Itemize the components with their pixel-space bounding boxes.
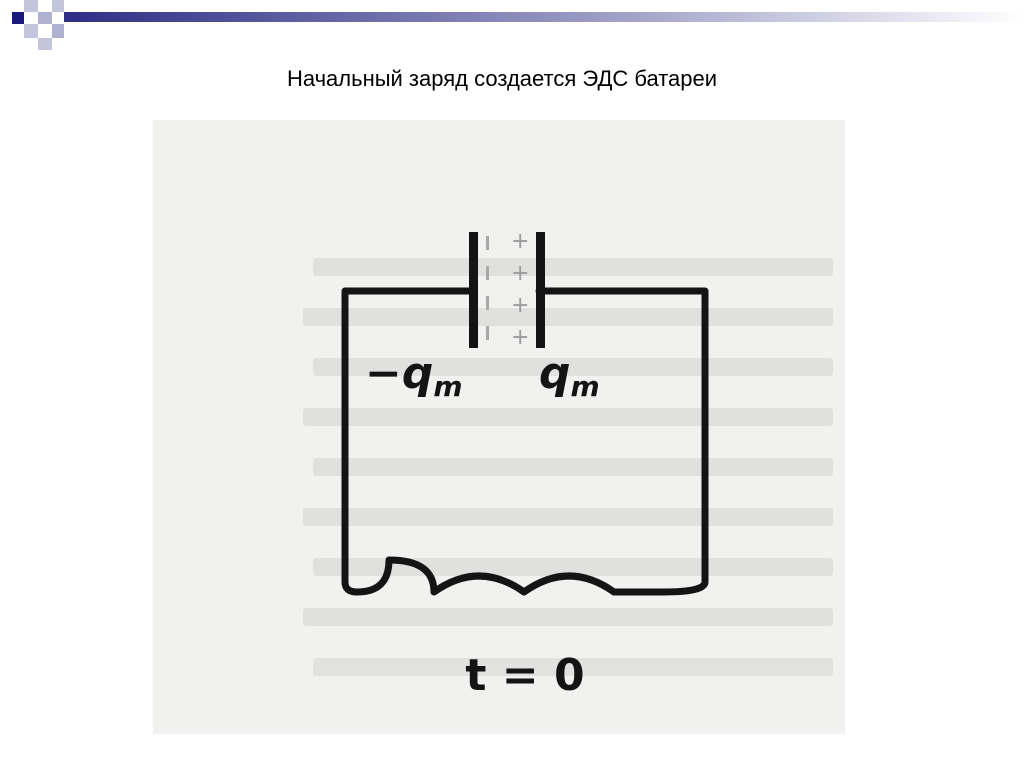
slide-title: Начальный заряд создается ЭДС батареи: [286, 66, 718, 91]
left-charge-symbol: −q: [365, 348, 433, 399]
deco-square-light-2: [52, 0, 64, 12]
left-charge-subscript: m: [433, 370, 462, 403]
negative-charge-marks: [486, 236, 489, 340]
deco-square-light-1: [24, 0, 38, 12]
capacitor-left-plate: [469, 232, 478, 348]
deco-square-light-4: [24, 24, 38, 38]
plus-sign: +: [511, 293, 529, 318]
lc-circuit-figure: + + + + −qm qm t = 0: [153, 120, 845, 734]
figure-background: [153, 120, 845, 734]
right-charge-symbol: q: [539, 348, 571, 399]
plus-sign: +: [511, 229, 529, 254]
right-charge-subscript: m: [571, 370, 600, 403]
left-charge-label: −qm: [365, 348, 463, 403]
plus-sign: +: [511, 325, 529, 350]
scan-bleed-through: [303, 258, 833, 676]
deco-square-light-6: [38, 38, 52, 50]
plus-sign: +: [511, 261, 529, 286]
header-band: [64, 12, 1024, 22]
time-label: t = 0: [465, 650, 584, 701]
deco-square-light-3: [38, 12, 52, 24]
right-charge-label: qm: [539, 348, 600, 403]
deco-square-dark-1: [12, 12, 24, 24]
positive-charge-marks: + + + +: [511, 229, 529, 350]
circuit-wire: [341, 287, 709, 596]
capacitor-right-plate: [536, 232, 545, 348]
deco-square-light-5: [52, 24, 64, 38]
header-decoration: [12, 0, 1024, 50]
